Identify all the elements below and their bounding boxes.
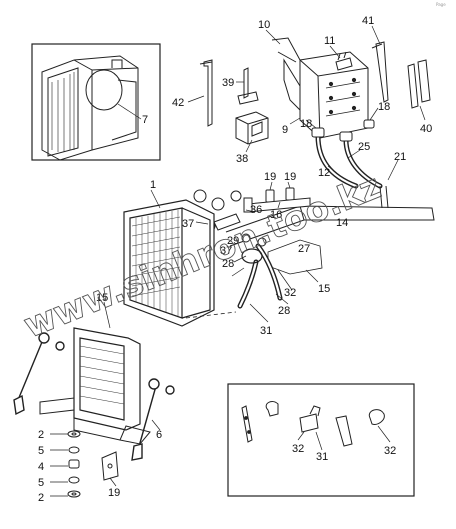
callout-18-left: 18 [300,118,312,130]
clamp-29 [241,248,263,264]
callout-28-lower: 28 [278,305,290,317]
callout-31-inset: 31 [316,451,328,463]
callout-25: 25 [358,141,370,153]
callout-2-top: 2 [38,429,44,441]
callout-11: 11 [324,35,335,47]
hose-28-inner [238,244,282,308]
callout-32-inset-right: 32 [384,445,396,457]
cooler-block-assembly [271,37,369,139]
callout-28-upper: 28 [222,258,234,270]
callout-19-lower: 19 [108,487,120,499]
callout-9: 9 [282,124,288,136]
inset-clamp-variants [227,383,415,497]
stay-rod-left [13,332,65,416]
callout-5: 5 [38,445,44,457]
callout-4: 4 [38,461,44,473]
pad-40 [407,59,431,109]
callout-7: 7 [142,114,148,126]
radiator-core-grid [131,210,181,316]
callout-31-main: 31 [260,325,272,337]
callout-18-right: 18 [378,101,390,113]
radiator-main [123,199,215,327]
callout-19-a: 19 [264,171,276,183]
callout-labels: 1 7 10 11 41 39 42 38 40 9 18 18 25 12 2… [38,15,432,504]
callout-32-inset-left: 32 [292,443,304,455]
callout-12: 12 [318,167,330,179]
bracket-42 [199,59,213,127]
callout-37-lower: 37 [220,245,232,257]
callout-19-b: 19 [284,171,296,183]
clamp-block-38 [235,111,269,145]
strap-41 [371,41,389,103]
callout-21: 21 [394,151,406,163]
callout-2-bottom: 2 [38,492,44,504]
callout-36: 36 [250,204,262,216]
dashed-alignment-line [185,311,237,319]
inset-radiator-shroud [31,43,161,161]
bracket-19-lower [101,451,119,481]
callout-29: 29 [227,235,239,247]
fittings-18 [311,119,375,142]
callout-1: 1 [150,179,156,191]
callout-41: 41 [362,15,374,27]
radiator-lower [73,327,141,431]
hardware-stack [67,430,81,498]
callout-15-left: 15 [96,292,108,304]
callout-39: 39 [222,77,234,89]
callout-6: 6 [156,429,162,441]
callout-14: 14 [336,217,348,229]
radiator-lower-grid [79,345,125,405]
callout-27: 27 [298,243,310,255]
hose-set-25-inner [316,134,382,188]
callout-40: 40 [420,123,432,135]
callout-15-right: 15 [318,283,330,295]
callout-42: 42 [172,97,184,109]
leader-lines [50,25,426,497]
callout-37-upper: 37 [182,218,194,230]
callout-5-b: 5 [38,477,44,489]
callout-32-main: 32 [284,287,296,299]
callout-38: 38 [236,153,248,165]
callout-16: 16 [270,209,282,221]
stay-rod-right [131,378,175,461]
corner-page-mark: Page [436,2,446,7]
callout-10: 10 [258,19,270,31]
bracket-39 [237,67,259,105]
